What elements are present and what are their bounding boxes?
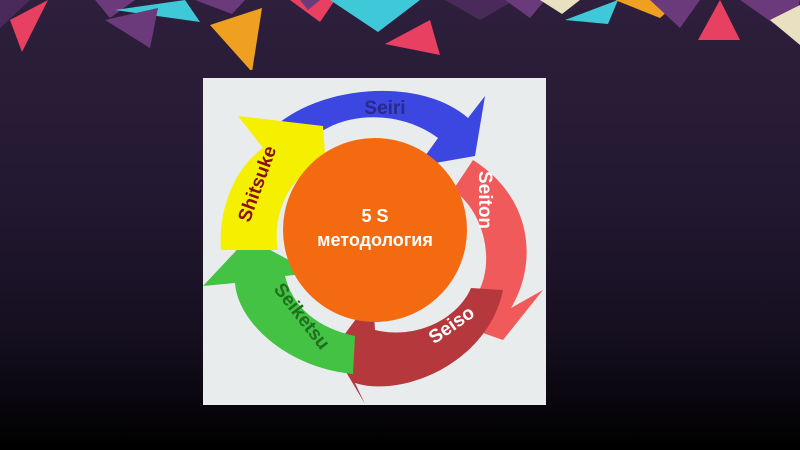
- center-title: 5 S: [361, 206, 388, 226]
- confetti-triangle: [385, 20, 440, 55]
- diagram-card: Seiri Seiton Seiso Seiketsu Shitsuke 5 S…: [203, 78, 546, 405]
- seiri-arrow: [273, 90, 485, 166]
- shitsuke-arrow: [220, 116, 328, 250]
- seiso-arrow: [333, 288, 503, 404]
- confetti-decoration: [0, 0, 800, 70]
- center-subtitle: методология: [317, 230, 433, 250]
- confetti-triangle: [0, 0, 30, 28]
- confetti-triangle: [505, 0, 545, 18]
- confetti-triangle: [650, 0, 700, 28]
- confetti-triangle: [95, 0, 135, 18]
- five-s-cycle-diagram: Seiri Seiton Seiso Seiketsu Shitsuke 5 S…: [203, 90, 543, 404]
- confetti-triangle: [115, 0, 200, 22]
- seiketsu-arrow: [203, 238, 355, 374]
- seiri-label: Seiri: [364, 98, 405, 119]
- confetti-triangle: [330, 0, 420, 32]
- confetti-triangle: [770, 5, 800, 45]
- confetti-triangle: [565, 0, 618, 24]
- confetti-triangle: [300, 0, 320, 10]
- seiton-arrow: [446, 160, 543, 340]
- confetti-triangle: [195, 0, 245, 14]
- confetti-triangle: [445, 0, 515, 20]
- confetti-triangle: [210, 8, 262, 70]
- confetti-triangle: [698, 0, 740, 40]
- confetti-triangle: [105, 8, 158, 48]
- confetti-triangle: [10, 0, 48, 52]
- confetti-triangle: [290, 0, 335, 22]
- seiton-label: Seiton: [474, 171, 495, 229]
- confetti-triangle: [540, 0, 580, 14]
- center-circle: [283, 138, 467, 322]
